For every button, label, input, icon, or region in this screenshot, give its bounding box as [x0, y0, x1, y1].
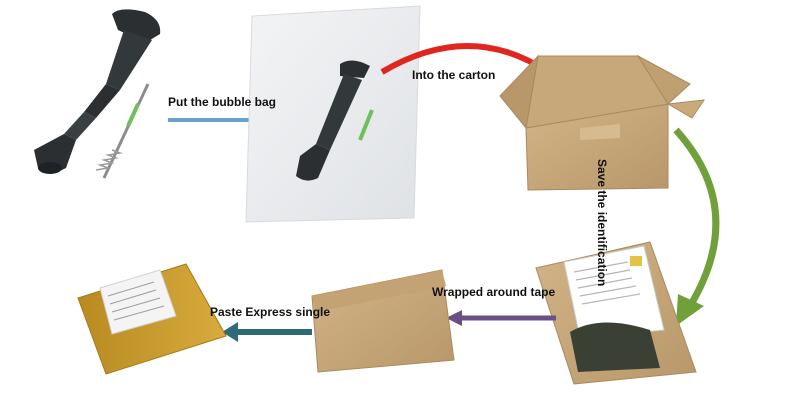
arrow-step-5: [222, 322, 312, 342]
open-carton-icon: [499, 54, 706, 191]
bubble-bag-icon: [245, 5, 421, 223]
sealed-carton-icon: [311, 269, 455, 373]
arrow-step-4: [446, 310, 556, 326]
step-label-into-carton: Into the carton: [412, 68, 496, 82]
step-label-paste-express: Paste Express single: [210, 305, 331, 319]
arrow-step-3: [673, 127, 720, 326]
manual-paper-icon: [535, 241, 697, 385]
ignition-coil-icon: [34, 9, 161, 174]
step-label-save-identification: Save the identification: [595, 159, 609, 287]
step-label-wrapped-tape: Wrapped around tape: [432, 285, 556, 299]
spring-icon: [95, 83, 150, 179]
step-label-put-bubble-bag: Put the bubble bag: [168, 95, 276, 109]
shipping-label-icon: [77, 263, 227, 375]
